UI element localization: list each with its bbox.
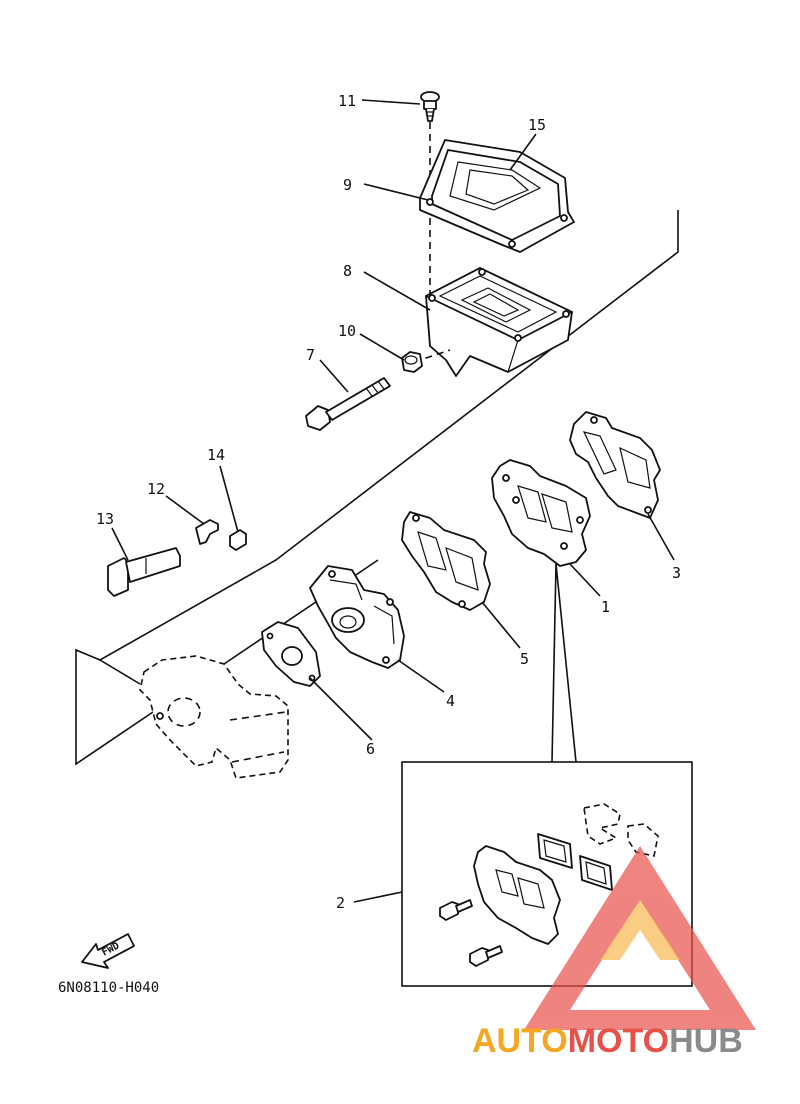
- part-4-intake-manifold: [309, 565, 405, 669]
- part-10-nut: [401, 351, 423, 373]
- part-5-gasket: [401, 511, 491, 611]
- phantom-carburetor: [139, 655, 289, 779]
- callout-3: 3: [672, 564, 681, 582]
- part-2-reed-kit: [439, 803, 659, 967]
- callout-6: 6: [366, 740, 375, 758]
- callout-7: 7: [306, 346, 315, 364]
- fwd-arrow-icon: FWD: [81, 933, 135, 969]
- callout-5: 5: [520, 650, 529, 668]
- callout-2: 2: [336, 894, 345, 912]
- callout-12: 12: [147, 480, 165, 498]
- watermark-part-auto: AUTO: [472, 1022, 568, 1060]
- callout-1: 1: [601, 598, 610, 616]
- callout-8: 8: [343, 262, 352, 280]
- part-13-lever: [107, 547, 181, 597]
- callout-9: 9: [343, 176, 352, 194]
- callout-4: 4: [446, 692, 455, 710]
- watermark-text: AUTOMOTOHUB: [472, 1022, 743, 1060]
- watermark-part-moto: MOTO: [568, 1022, 669, 1060]
- automotohub-watermark: [524, 846, 756, 1030]
- assembly-boundary-inner: [99, 659, 141, 685]
- part-8-valve-housing: [425, 267, 573, 377]
- callout-15: 15: [528, 116, 546, 134]
- part-1-reed-plate: [491, 459, 591, 567]
- callout-14: 14: [207, 446, 225, 464]
- part-2-detail-box: [401, 761, 693, 987]
- part-11-screw: [420, 91, 440, 122]
- callout-11: 11: [338, 92, 356, 110]
- part-6-gasket: [261, 621, 321, 687]
- watermark-part-hub: HUB: [669, 1022, 743, 1060]
- part-14-clip: [229, 529, 247, 551]
- drawing-code: 6N08110-H040: [58, 980, 159, 996]
- part-7-bolt: [305, 377, 391, 431]
- part-3-gasket: [569, 411, 661, 519]
- callout-13: 13: [96, 510, 114, 528]
- part-12-spring: [195, 519, 219, 545]
- part-9-cover: [419, 139, 575, 253]
- watermark-triangle-logo: [524, 846, 756, 1030]
- callout-10: 10: [338, 322, 356, 340]
